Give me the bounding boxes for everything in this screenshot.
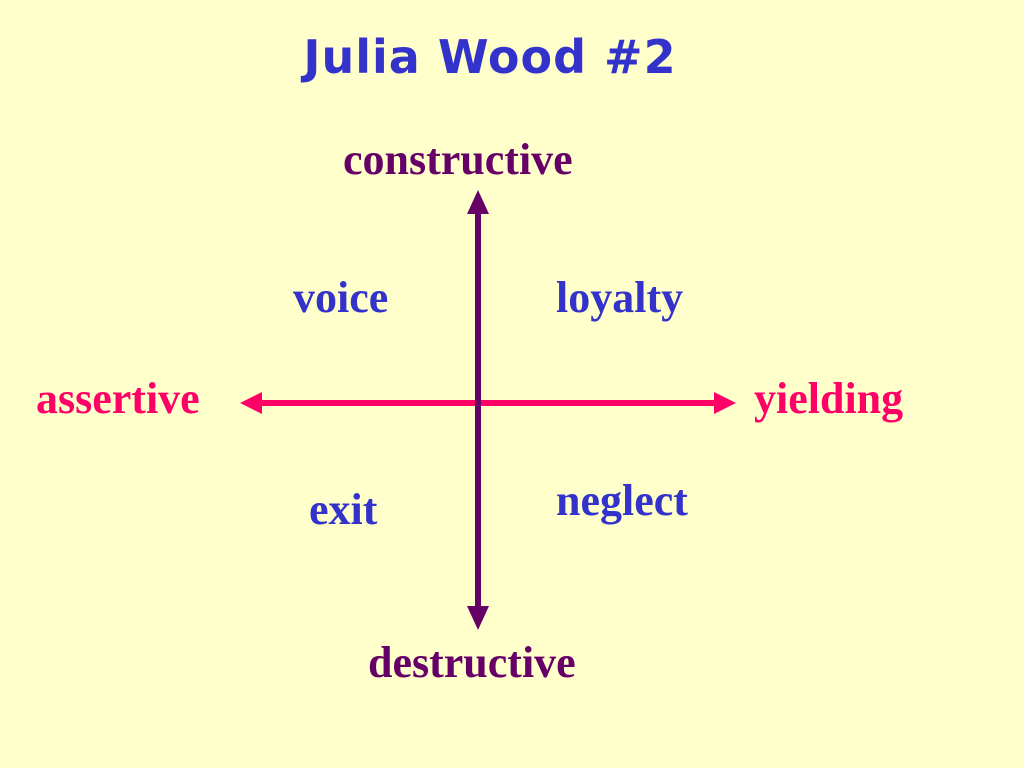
- axis-label-assertive: assertive: [36, 374, 200, 423]
- axis-label-destructive: destructive: [368, 638, 576, 687]
- top-arrowhead: [467, 190, 489, 214]
- left-arrowhead: [240, 392, 262, 414]
- axis-label-yielding: yielding: [754, 374, 904, 423]
- quadrant-label-exit: exit: [309, 485, 378, 534]
- right-arrowhead: [714, 392, 736, 414]
- slide-title: Julia Wood #2: [303, 30, 677, 84]
- vertical-axis-arrow: [467, 190, 489, 630]
- bottom-arrowhead: [467, 606, 489, 630]
- horizontal-axis-arrow: [240, 392, 736, 414]
- axis-label-constructive: constructive: [343, 135, 573, 184]
- quadrant-label-loyalty: loyalty: [556, 273, 684, 322]
- quadrant-label-voice: voice: [293, 273, 389, 322]
- quadrant-label-neglect: neglect: [556, 476, 688, 525]
